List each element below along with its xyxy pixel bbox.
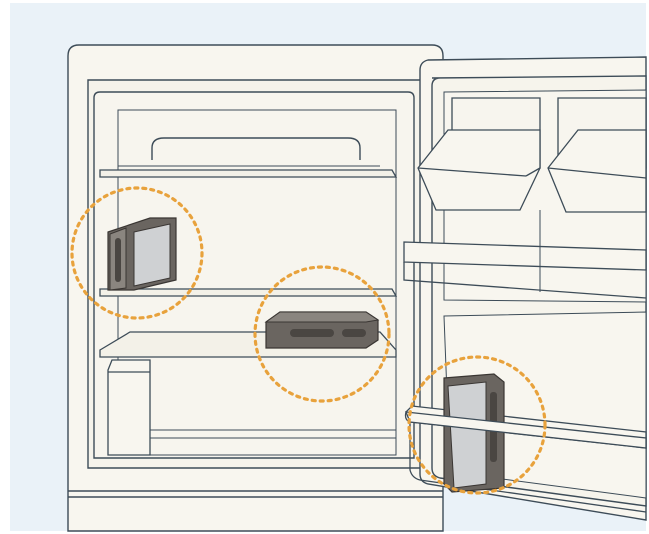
deodorizer-door-pocket xyxy=(404,373,647,493)
highlight-circle-shelf xyxy=(70,186,204,320)
crisper-bin xyxy=(107,359,151,456)
door-middle-rail xyxy=(403,210,647,299)
highlight-circle-middle xyxy=(253,265,391,403)
shelf-top xyxy=(99,169,398,178)
deodorizer-flat-shelf xyxy=(264,311,380,349)
door-top-pockets xyxy=(417,97,647,213)
deodorizer-upright-shelf xyxy=(107,217,177,291)
shelf-middle xyxy=(99,288,398,297)
highlight-circle-door xyxy=(407,355,547,495)
fridge-shelves xyxy=(99,165,398,439)
